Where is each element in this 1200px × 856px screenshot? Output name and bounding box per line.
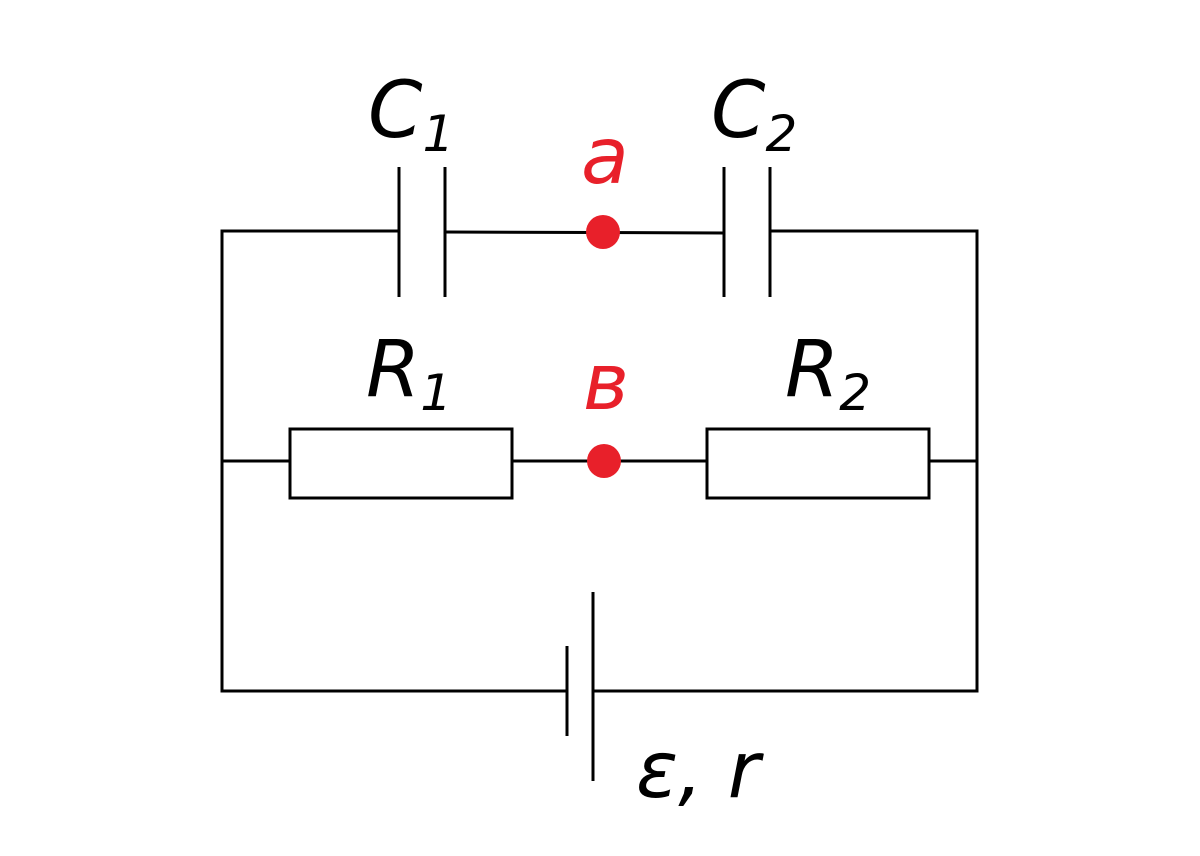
label-r1: R1 — [366, 325, 452, 422]
node-a-dot — [586, 215, 620, 249]
label-c2: C2 — [711, 66, 797, 163]
label-r1-subscript: 1 — [420, 364, 452, 422]
battery-source — [565, 592, 595, 781]
label-c2-subscript: 2 — [765, 105, 797, 163]
label-node-b: в — [583, 338, 629, 428]
label-c1: C1 — [368, 66, 454, 163]
node-b-dot — [587, 444, 621, 478]
capacitor-c2 — [722, 167, 772, 297]
top-middle-wire-left — [443, 230, 725, 235]
capacitor-c1 — [397, 167, 447, 297]
label-source: ε, r — [636, 726, 765, 816]
resistor-r1 — [288, 427, 514, 500]
label-c1-subscript: 1 — [422, 105, 454, 163]
label-node-a: a — [581, 112, 629, 202]
label-r2-subscript: 2 — [839, 364, 871, 422]
label-r2: R2 — [785, 325, 871, 422]
resistor-r2 — [705, 427, 931, 500]
